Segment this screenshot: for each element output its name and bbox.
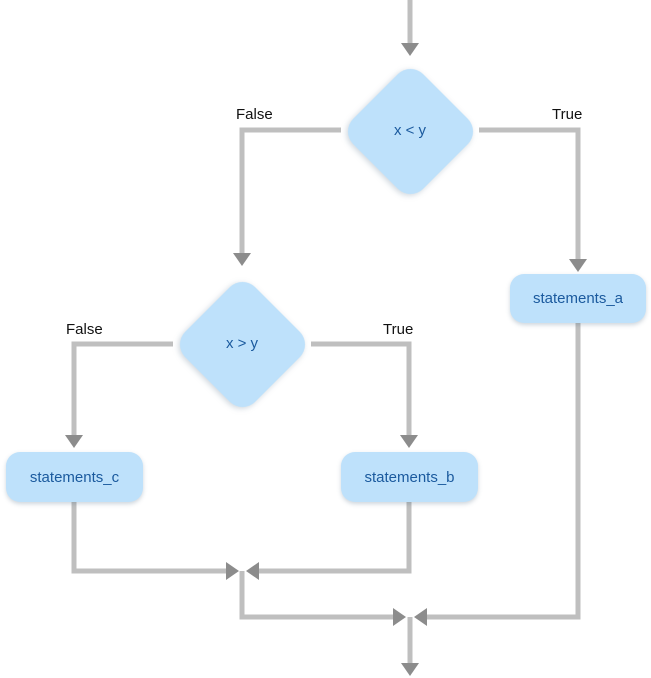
arrowhead-exit-down-icon [401,663,419,676]
edge-label-d2-false: False [66,321,103,338]
arrowhead-start-down-icon [401,43,419,56]
edge-c-to-merge1-line [71,502,226,574]
process-node-statements-c: statements_c [6,452,143,502]
edge-d2-true-line [311,341,412,435]
arrowhead-d1-false-down-icon [233,253,251,266]
edge-d1-false-line [239,127,341,254]
edge-label-d1-false: False [236,106,273,123]
arrowhead-c-right-icon [226,562,239,580]
arrowhead-b-left-icon [246,562,259,580]
edge-b-to-merge1-line [259,502,412,574]
process-node-statements-a: statements_a [510,274,646,323]
edge-d1-true-line [479,127,581,259]
edge-a-to-merge2-line [427,323,581,620]
arrowhead-d2-true-down-icon [400,435,418,448]
arrowhead-d2-false-down-icon [65,435,83,448]
arrowhead-a-left-icon [414,608,427,626]
edge-label-d1-true: True [552,106,583,123]
edge-merge1-to-merge2-line [239,571,393,620]
edge-d2-false-line [71,341,173,435]
process-node-statements-b: statements_b [341,452,478,502]
decision-node-x-gt-y-label: x > y [225,335,259,352]
edge-label-d2-true: True [383,321,414,338]
arrowhead-d1-true-down-icon [569,259,587,272]
arrowhead-merge1-right-icon [393,608,406,626]
decision-node-x-lt-y-label: x < y [393,122,427,139]
